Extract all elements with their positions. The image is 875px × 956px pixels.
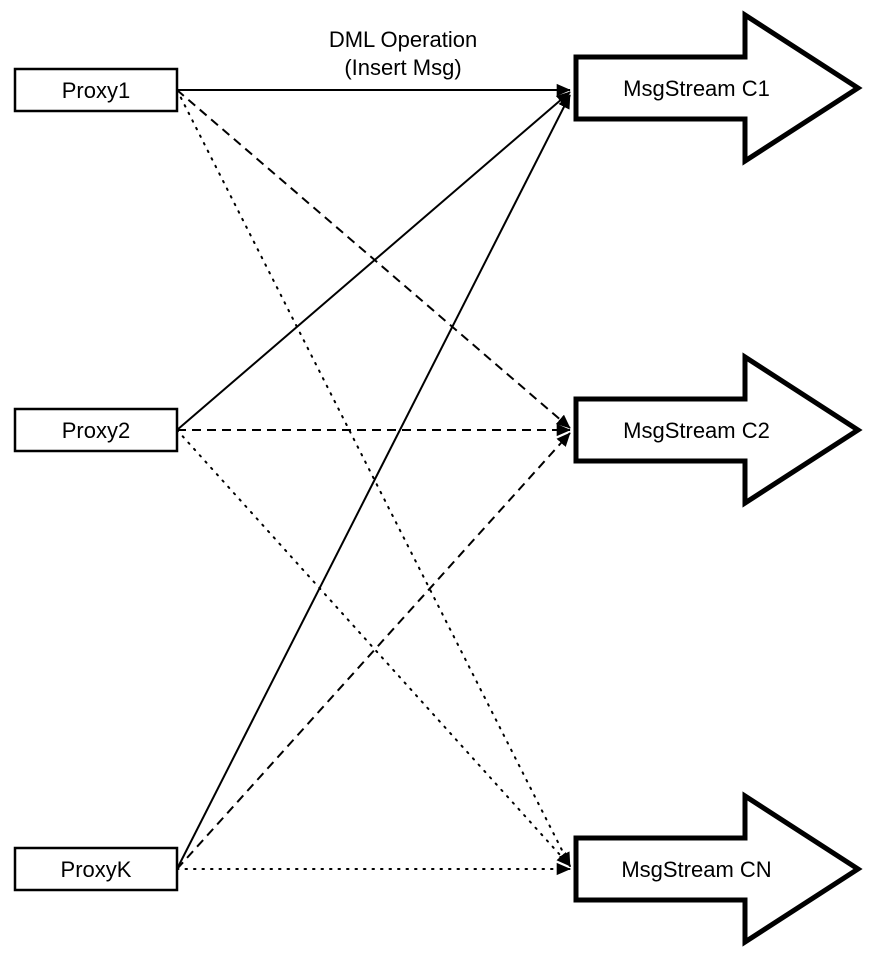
connection-p1-c2 (176, 89, 571, 429)
connection-line-solid (176, 94, 571, 870)
connection-pk-c1 (176, 94, 571, 870)
stream-arrow-shape (573, 791, 863, 947)
stream-label-stream_c2: MsgStream C2 (623, 418, 770, 443)
connection-line-solid (176, 91, 571, 431)
stream-block-arrow-stream_c2: MsgStream C2 (573, 352, 863, 508)
connection-pk-c2 (176, 432, 571, 870)
stream-block-arrow-stream_cn: MsgStream CN (573, 791, 863, 947)
stream-label-stream_c1: MsgStream C1 (623, 76, 770, 101)
stream-label-stream_cn: MsgStream CN (621, 857, 771, 882)
connection-line-dashed (176, 89, 571, 429)
stream-block-arrow-stream_c1: MsgStream C1 (573, 10, 863, 166)
proxy-label-proxy1: Proxy1 (62, 78, 130, 103)
connection-line-dotted (176, 89, 571, 867)
proxy-box (13, 407, 179, 453)
stream-arrow-shape (573, 352, 863, 508)
connection-p1-cn (176, 89, 571, 867)
proxy-node-proxy1: Proxy1 (13, 67, 179, 113)
proxy-box (13, 846, 179, 892)
proxy-label-proxyK: ProxyK (61, 857, 132, 882)
connections-layer (176, 83, 571, 876)
streams-layer: MsgStream C1 MsgStream C2 MsgStream CN (573, 10, 863, 947)
connection-p2-c1 (176, 91, 571, 431)
annotation-line-2: (Insert Msg) (344, 55, 461, 80)
proxy-label-proxy2: Proxy2 (62, 418, 130, 443)
connection-line-dotted (176, 429, 571, 867)
proxy-box (13, 67, 179, 113)
connection-line-dashed (176, 432, 571, 870)
proxy-node-proxyK: ProxyK (13, 846, 179, 892)
dml-operation-annotation: DML Operation (Insert Msg) (329, 27, 477, 80)
annotation-line-1: DML Operation (329, 27, 477, 52)
proxy-node-proxy2: Proxy2 (13, 407, 179, 453)
stream-arrow-shape (573, 10, 863, 166)
connection-p2-cn (176, 429, 571, 867)
